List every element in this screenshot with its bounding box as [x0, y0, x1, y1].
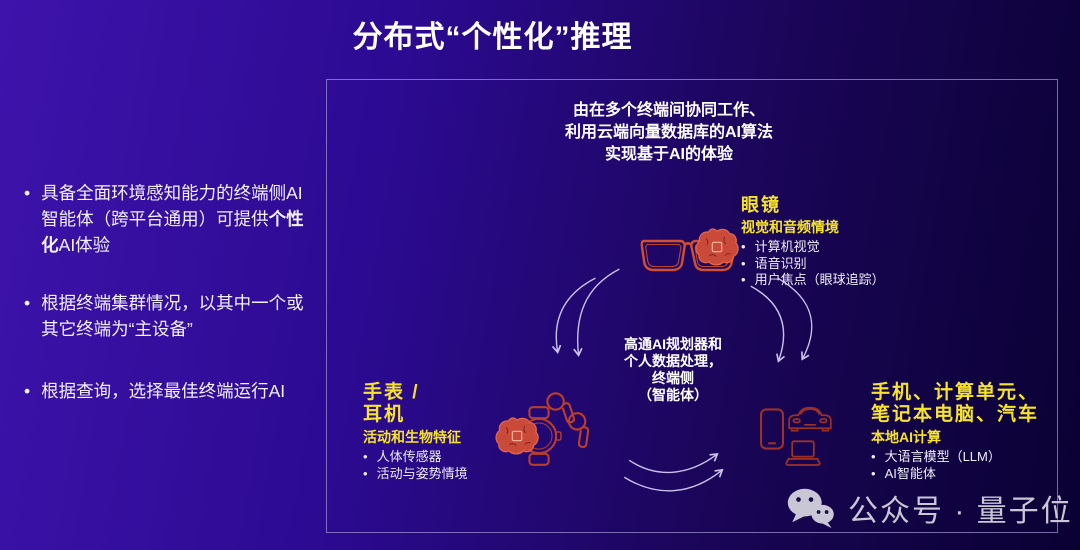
bullet-marker: •	[24, 293, 31, 313]
devices-title-line2: 笔记本电脑、汽车	[871, 404, 1040, 425]
glasses-bullet: • 计算机视觉	[741, 239, 885, 256]
planner-line: 高通AI规划器和	[624, 336, 722, 352]
wearables-bullets: • 人体传感器 • 活动与姿势情境	[363, 449, 468, 482]
glasses-bullet-text: 计算机视觉	[754, 239, 820, 254]
diagram-panel: 由在多个终端间协同工作、 利用云端向量数据库的AI算法 实现基于AI的体验 高通…	[326, 79, 1058, 533]
arrows-glasses-to-devices	[750, 277, 813, 363]
wearables-subtitle: 活动和生物特征	[363, 429, 461, 445]
smartwatch-icon	[520, 406, 562, 466]
wearables-bullet-text: 人体传感器	[376, 449, 442, 464]
key-point-text: 具备全面环境感知能力的终端侧AI智能体（跨平台通用）可提供个性化AI体验	[41, 180, 313, 258]
glasses-bullets: • 计算机视觉 • 语音识别 • 用户焦点（眼球追踪）	[741, 239, 885, 289]
bullet-marker: •	[871, 465, 876, 481]
devices-bullets: • 大语言模型（LLM） • AI智能体	[871, 449, 1039, 482]
key-point-text-post: AI体验	[58, 235, 111, 255]
glasses-title: 眼镜	[741, 195, 781, 215]
devices-bullet-text: 大语言模型（LLM）	[884, 449, 1001, 464]
devices-bullet: • AI智能体	[871, 466, 1039, 483]
devices-section: 手机、计算单元、 笔记本电脑、汽车 本地AI计算 • 大语言模型（LLM） • AI…	[871, 382, 1039, 482]
glasses-bullet-text: 语音识别	[754, 255, 807, 271]
wechat-icon	[787, 488, 834, 529]
key-point-text-bold: 个性化	[41, 209, 304, 255]
devices-bullet: • 大语言模型（LLM）	[871, 449, 1039, 466]
wearables-section: 手表 / 耳机 活动和生物特征 • 人体传感器 • 活动与姿势情境	[363, 382, 468, 482]
wearables-bullet: • 人体传感器	[363, 449, 468, 466]
bullet-marker: •	[24, 183, 31, 203]
glasses-bullet-text: 用户焦点（眼球追踪）	[754, 272, 885, 287]
arrows-wearables-to-devices	[623, 453, 724, 492]
bullet-marker: •	[24, 381, 31, 401]
glasses-subtitle: 视觉和音频情境	[741, 219, 839, 235]
devices-bullet-text: AI智能体	[884, 465, 936, 481]
bullet-marker: •	[741, 272, 746, 287]
key-point-text: 根据查询，选择最佳终端运行AI	[41, 381, 286, 401]
glasses-section: 眼镜 视觉和音频情境 • 计算机视觉 • 语音识别 • 用户焦点（眼球追踪）	[741, 194, 885, 289]
laptop-icon	[785, 440, 821, 466]
cloud-ai-line: 实现基于AI的体验	[604, 146, 733, 163]
cloud-ai-line: 利用云端向量数据库的AI算法	[564, 124, 773, 141]
key-point-text: 根据终端集群情况，以其中一个或其它终端为“主设备”	[41, 293, 304, 339]
brain-icon	[695, 228, 739, 266]
flow-arrows	[551, 268, 813, 492]
planner-line: 个人数据处理，	[624, 353, 722, 369]
brain-icon	[495, 417, 539, 455]
wearables-title-line1: 手表 /	[363, 382, 420, 403]
key-point-1: • 具备全面环境感知能力的终端侧AI智能体（跨平台通用）可提供个性化AI体验	[24, 180, 324, 258]
key-point-2: • 根据终端集群情况，以其中一个或其它终端为“主设备”	[24, 290, 324, 342]
bullet-marker: •	[363, 465, 368, 481]
key-point-text-pre: 具备全面环境感知能力的终端侧AI智能体（跨平台通用）可提供	[41, 183, 303, 229]
key-point-3: • 根据查询，选择最佳终端运行AI	[24, 378, 324, 404]
watermark: 公众号 · 量子位	[786, 486, 1073, 530]
planner-label: 高通AI规划器和 个人数据处理， 终端侧 （智能体）	[607, 336, 739, 404]
smartphone-icon	[759, 408, 785, 450]
wearables-title-line2: 耳机	[363, 404, 406, 425]
earbud-icon	[567, 412, 590, 448]
planner-line: （智能体）	[638, 387, 708, 403]
devices-title-line1: 手机、计算单元、	[871, 382, 1040, 403]
bullet-marker: •	[363, 449, 368, 464]
page-title: 分布式“个性化”推理	[352, 21, 633, 54]
watermark-text: 公众号 · 量子位	[848, 495, 1073, 528]
devices-subtitle: 本地AI计算	[871, 429, 941, 445]
wearables-bullet: • 活动与姿势情境	[363, 466, 468, 483]
planner-line: 终端侧	[652, 370, 694, 386]
glasses-bullet: • 用户焦点（眼球追踪）	[741, 272, 885, 289]
wearables-bullet-text: 活动与姿势情境	[376, 465, 468, 481]
glasses-bullet: • 语音识别	[741, 256, 885, 273]
cloud-ai-description: 由在多个终端间协同工作、 利用云端向量数据库的AI算法 实现基于AI的体验	[503, 100, 835, 166]
bullet-marker: •	[871, 449, 876, 464]
bullet-marker: •	[741, 255, 746, 271]
key-points-list: • 具备全面环境感知能力的终端侧AI智能体（跨平台通用）可提供个性化AI体验 •…	[24, 180, 324, 404]
car-icon	[788, 406, 832, 432]
cloud-ai-line: 由在多个终端间协同工作、	[572, 102, 765, 119]
bullet-marker: •	[741, 239, 746, 254]
arrows-glasses-to-wearables	[551, 268, 620, 357]
